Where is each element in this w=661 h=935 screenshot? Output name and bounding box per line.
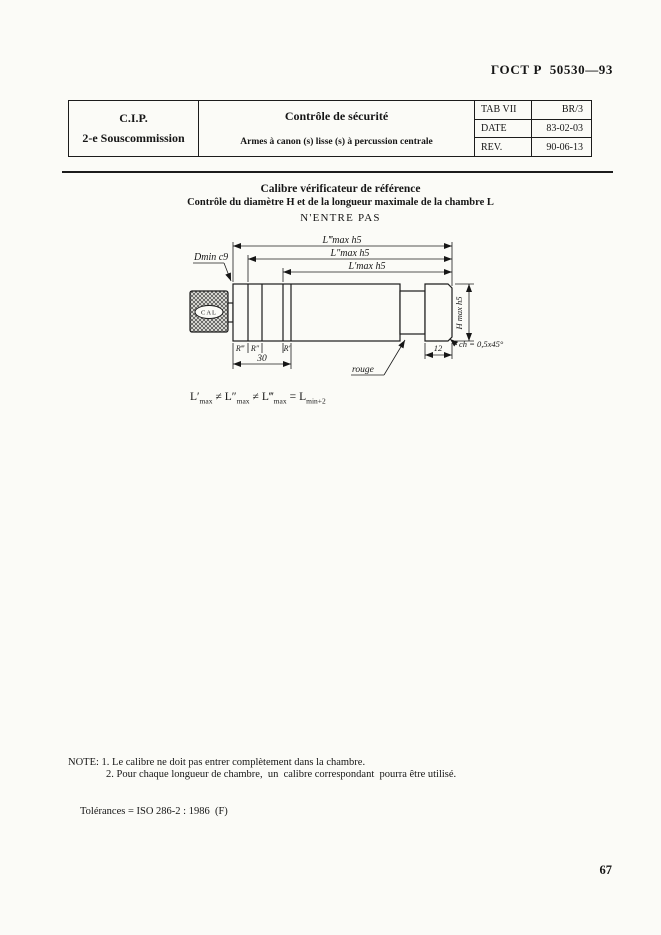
- gauge-outline: [189, 283, 453, 342]
- end-cap: [424, 283, 453, 342]
- leader-chamfer-arrow: [449, 338, 459, 347]
- header-org-cell: C.I.P. 2-e Souscommission: [69, 101, 199, 156]
- label-r3: R‴: [235, 344, 245, 353]
- meta-row-date: DATE 83-02-03: [475, 119, 591, 139]
- meta-label-date: DATE: [475, 119, 532, 138]
- meta-label-rev: REV.: [475, 138, 532, 157]
- horizontal-rule: [62, 171, 613, 173]
- org-name: C.I.P.: [119, 111, 148, 125]
- handle-neck: [227, 302, 234, 323]
- formula-term-lmin: Lmin+2: [299, 391, 326, 406]
- label-chamfer: ch = 0,5x45°: [459, 339, 504, 349]
- doc-subtitle: Armes à canon (s) lisse (s) à percussion…: [240, 137, 433, 147]
- label-cal: CAL: [201, 310, 217, 317]
- doc-title: Contrôle de sécurité: [284, 109, 389, 123]
- meta-row-rev: REV. 90-06-13: [475, 138, 591, 157]
- formula-operator-2: ≠: [252, 391, 259, 403]
- label-r1: R′: [283, 344, 291, 353]
- formula-operator-3: =: [289, 391, 297, 403]
- meta-value-rev: 90-06-13: [546, 141, 583, 153]
- figure-titles: Calibre vérificateur de référence Contrô…: [68, 183, 613, 224]
- dimension-labels: L‴max h5 L″max h5 L′max h5 Dmin c9 30 R‴…: [193, 235, 504, 375]
- gauge-body: [232, 283, 401, 342]
- page-number: 67: [599, 863, 613, 877]
- meta-label-tab: TAB VII: [475, 101, 532, 119]
- length-formula: L′max≠L″max≠L‴max=Lmin+2: [190, 391, 326, 405]
- formula-operator-1: ≠: [215, 391, 222, 403]
- formula-term-l3: L‴max: [261, 391, 287, 406]
- leader-rouge-arrow: [383, 339, 406, 376]
- groove-section: [399, 290, 426, 335]
- meta-row-tab: TAB VII BR/3: [475, 101, 591, 120]
- header-title-cell: Contrôle de sécurité Armes à canon (s) l…: [199, 101, 475, 156]
- label-l2max: L″max h5: [330, 248, 370, 259]
- meta-value-date: 83-02-03: [546, 123, 583, 134]
- formula-term-l1: L′max: [190, 391, 213, 406]
- label-l3max: L‴max h5: [322, 235, 362, 246]
- cal-oval: [194, 305, 224, 319]
- figure-subtitle: Contrôle du diamètre H et de la longueur…: [187, 197, 494, 208]
- org-subcommission: 2-e Souscommission: [82, 131, 185, 145]
- label-r2: R″: [250, 344, 260, 353]
- label-dim-30: 30: [256, 354, 267, 364]
- figure-title: Calibre vérificateur de référence: [260, 183, 421, 195]
- label-l1max: L′max h5: [348, 261, 386, 272]
- formula-term-l2: L″max: [224, 391, 250, 406]
- tolerances-note: Tolérances = ISO 286-2 : 1986 (F): [80, 806, 228, 817]
- label-dmin: Dmin c9: [193, 252, 228, 263]
- label-dim-12: 12: [434, 343, 443, 353]
- note-line-2: 2. Pour chaque longueur de chambre, un c…: [106, 769, 457, 780]
- header-table: C.I.P. 2-e Souscommission Contrôle de sé…: [68, 100, 592, 157]
- dimension-lines: [193, 242, 474, 376]
- leader-dmin-arrow: [223, 262, 232, 282]
- label-hmax: H max h5: [454, 296, 464, 330]
- header-meta-cell: TAB VII BR/3 DATE 83-02-03 REV. 90-06-13: [475, 101, 591, 157]
- figure-condition-label: N'ENTRE PAS: [300, 212, 381, 224]
- meta-value-tab: BR/3: [561, 104, 583, 116]
- standard-number: ГОСТ Р 50530—93: [490, 62, 613, 77]
- note-line-1: NOTE: 1. Le calibre ne doit pas entrer c…: [68, 757, 366, 768]
- label-rouge: rouge: [352, 365, 374, 375]
